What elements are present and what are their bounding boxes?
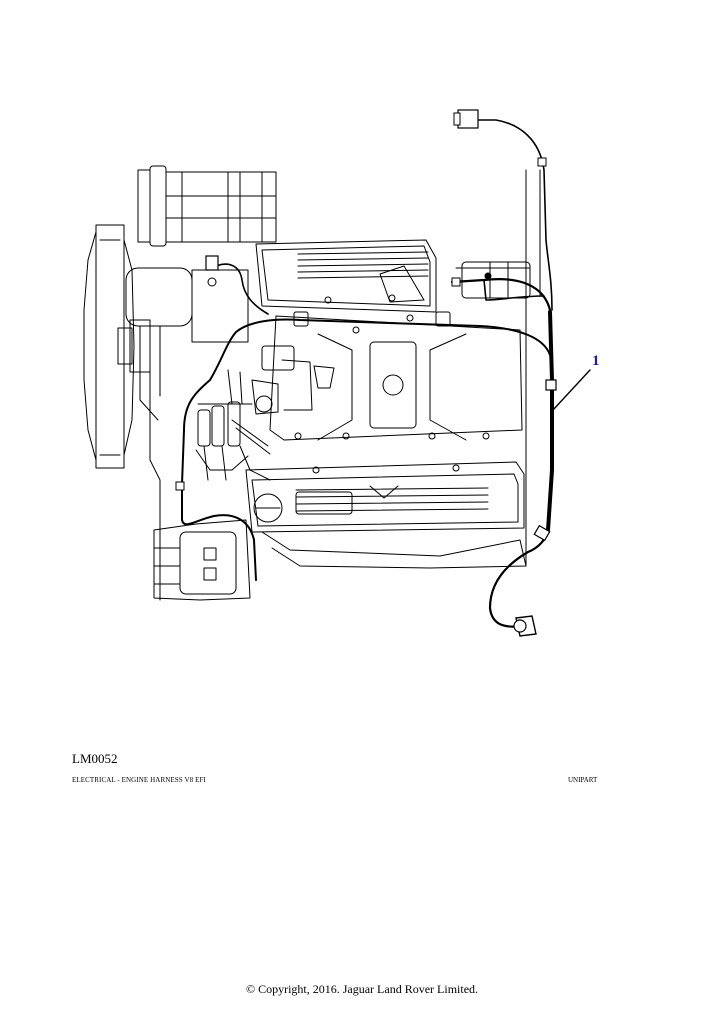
supplier-label: UNIPART [568, 776, 598, 784]
rocker-cover-rear [255, 239, 437, 313]
distributor [195, 369, 271, 481]
drawing-code: LM0052 [72, 751, 118, 766]
callout-1[interactable]: 1 [592, 353, 600, 369]
water-pump [125, 267, 249, 601]
engine-harness-diagram [83, 109, 591, 637]
copyright-notice: © Copyright, 2016. Jaguar Land Rover Lim… [245, 982, 479, 996]
bulkhead [455, 169, 541, 567]
inlet-manifold [251, 311, 523, 441]
ac-compressor [137, 165, 277, 247]
alternator [153, 519, 251, 601]
fan-assembly [83, 224, 151, 469]
rocker-cover-front [245, 461, 527, 569]
caption: ELECTRICAL - ENGINE HARNESS V8 EFI [72, 776, 206, 784]
engine-harness [175, 109, 591, 637]
